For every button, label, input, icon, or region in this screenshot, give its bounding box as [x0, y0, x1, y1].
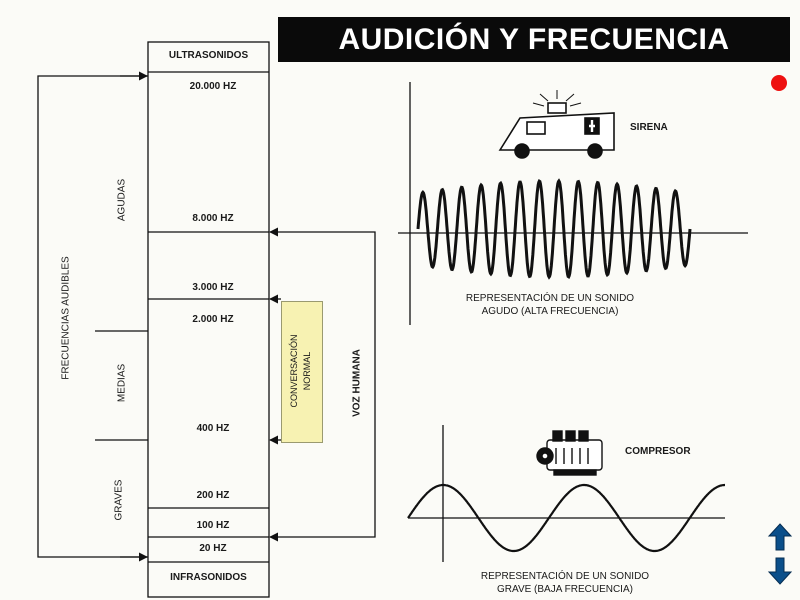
mid-range-label: MEDIAS	[116, 363, 128, 403]
ultrasound-band: ULTRASONIDOS	[168, 50, 249, 61]
tick-20000hz: 20.000 HZ	[189, 81, 237, 92]
up-arrow-icon[interactable]	[766, 522, 794, 552]
siren-wave	[416, 178, 692, 280]
voice-bracket	[290, 231, 376, 538]
down-arrow-icon[interactable]	[766, 556, 794, 586]
low-range-label: GRAVES	[113, 479, 125, 521]
page-title: AUDICIÓN Y FRECUENCIA	[278, 17, 790, 62]
compressor-caption-line2: GRAVE (BAJA FRECUENCIA)	[497, 584, 633, 595]
tick-200hz: 200 HZ	[196, 490, 230, 501]
audible-bracket	[37, 75, 148, 558]
frequency-column	[147, 41, 270, 598]
compressor-caption-line1: REPRESENTACIÓN DE UN SONIDO	[480, 571, 650, 582]
conversation-label-line2: NORMAL	[302, 351, 312, 391]
siren-label: SIRENA	[630, 122, 668, 133]
conversation-label-line1: CONVERSACIÓN	[289, 334, 299, 408]
infrasound-band: INFRASONIDOS	[170, 572, 247, 583]
tick-400hz: 400 HZ	[196, 423, 230, 434]
tick-3000hz: 3.000 HZ	[192, 282, 234, 293]
conversation-range-box	[281, 301, 323, 443]
compressor-label: COMPRESOR	[625, 446, 691, 457]
tick-20hz: 20 HZ	[199, 543, 227, 554]
high-range-label: AGUDAS	[116, 178, 128, 222]
red-dot-icon	[771, 75, 787, 91]
compressor-wave	[407, 483, 725, 553]
compressor-icon	[536, 430, 603, 476]
ambulance-icon	[498, 90, 615, 159]
siren-caption-line2: AGUDO (ALTA FRECUENCIA)	[481, 306, 619, 317]
audible-range-label: FRECUENCIAS AUDIBLES	[60, 256, 72, 380]
tick-100hz: 100 HZ	[196, 520, 230, 531]
tick-8000hz: 8.000 HZ	[192, 213, 234, 224]
siren-caption-line1: REPRESENTACIÓN DE UN SONIDO	[465, 293, 635, 304]
voice-range-label: VOZ HUMANA	[351, 349, 363, 417]
tick-2000hz: 2.000 HZ	[192, 314, 234, 325]
